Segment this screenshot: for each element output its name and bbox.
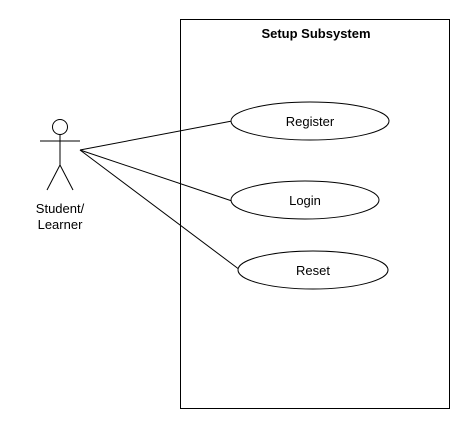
use-case-register-oval: [230, 101, 390, 141]
association-reset: [79, 149, 241, 271]
use-case-login: Login: [230, 180, 380, 220]
use-case-reset-label: Reset: [296, 263, 330, 278]
actor-left-leg: [46, 164, 61, 191]
actor-right-leg: [59, 164, 74, 191]
use-case-login-label: Login: [289, 193, 321, 208]
use-case-register-label: Register: [286, 114, 335, 129]
use-case-register: Register: [230, 101, 390, 141]
association-register: [79, 120, 233, 151]
actor-head: [52, 119, 68, 135]
actor-label-line1: Student/: [36, 201, 85, 216]
actor-label-line2: Learner: [38, 217, 83, 232]
use-case-reset: Reset: [237, 250, 389, 290]
system-title: Setup Subsystem: [261, 26, 370, 41]
use-case-reset-oval: [237, 250, 389, 290]
use-case-login-oval: [230, 180, 380, 220]
association-login: [79, 149, 233, 202]
actor-student-learner: [40, 119, 80, 191]
